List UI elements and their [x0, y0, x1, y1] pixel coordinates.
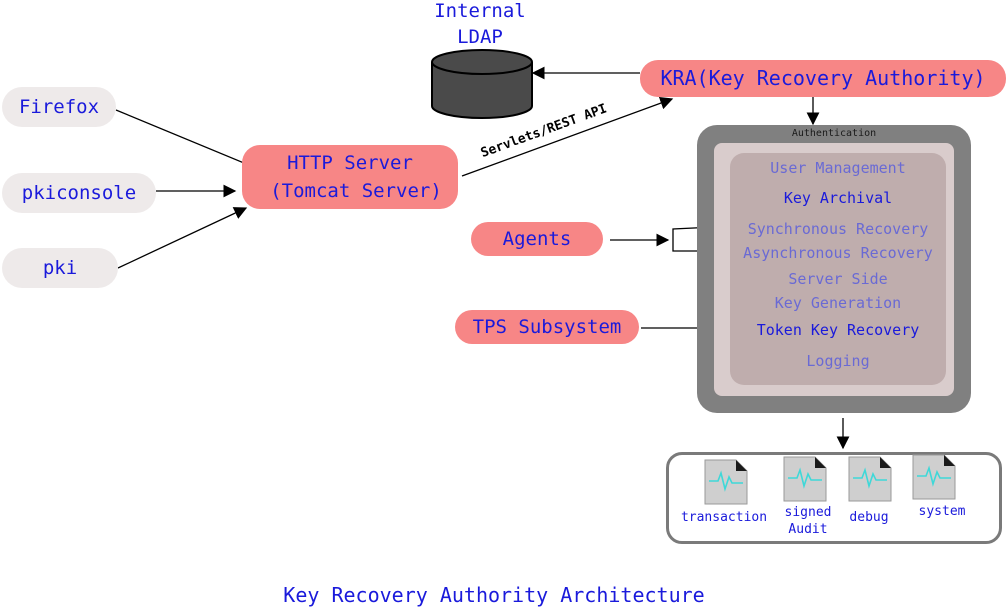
signed-audit-log-icon [783, 456, 827, 502]
http-server-line2: (Tomcat Server) [270, 180, 442, 202]
tps-node: TPS Subsystem [455, 310, 639, 344]
debug-log-icon [848, 456, 892, 502]
system-log-icon [912, 454, 956, 500]
http-server-node: HTTP Server (Tomcat Server) [242, 145, 458, 209]
service-key-archival: Key Archival [783, 189, 893, 207]
ldap-title: Internal LDAP [410, 0, 550, 50]
transaction-log-label-line1: transaction [680, 510, 768, 525]
client-pkiconsole-label: pkiconsole [21, 182, 137, 204]
service-logging: Logging [806, 352, 870, 370]
service-server-side: Server Side [788, 270, 888, 288]
arrow-http-to-kra [461, 96, 674, 177]
kra-node: KRA(Key Recovery Authority) [640, 60, 1006, 97]
debug-log-label-line1: debug [849, 510, 889, 525]
arrow-pki-to-http [117, 207, 248, 269]
debug-log-label: debug [840, 509, 898, 526]
agents-node-label: Agents [502, 228, 572, 250]
transaction-log-label: transaction [672, 509, 776, 526]
system-log-label-line1: system [918, 504, 966, 519]
ldap-title-line2: LDAP [457, 26, 503, 48]
authentication-mid-panel: User Management Key Archival Synchronous… [714, 143, 954, 396]
service-token-key-recovery: Token Key Recovery [756, 321, 920, 339]
service-synchronous-recovery: Synchronous Recovery [747, 220, 929, 238]
client-firefox-label: Firefox [18, 96, 100, 118]
tps-node-label: TPS Subsystem [472, 316, 622, 338]
service-user-management: User Management [770, 159, 906, 177]
service-key-generation: Key Generation [774, 294, 902, 312]
client-pkiconsole: pkiconsole [2, 173, 156, 213]
services-panel: User Management Key Archival Synchronous… [730, 153, 946, 385]
client-firefox: Firefox [2, 87, 116, 127]
signed-audit-log-label-line1: signed [784, 505, 832, 520]
diagram-caption: Key Recovery Authority Architecture [283, 583, 705, 607]
ldap-title-line1: Internal [434, 0, 526, 22]
agents-node: Agents [471, 222, 603, 256]
system-log-label: system [908, 503, 976, 520]
authentication-title: Authentication [791, 128, 877, 139]
transaction-log-icon [704, 459, 748, 505]
signed-audit-log-label-line2: Audit [788, 522, 828, 537]
signed-audit-log-label: signed Audit [772, 504, 844, 538]
authentication-box: Authentication User Management Key Archi… [697, 125, 971, 413]
ldap-database-icon [431, 49, 533, 119]
client-pki-label: pki [42, 257, 78, 279]
service-asynchronous-recovery: Asynchronous Recovery [743, 244, 933, 262]
http-server-line1: HTTP Server [287, 152, 413, 174]
kra-node-label: KRA(Key Recovery Authority) [660, 66, 986, 90]
client-pki: pki [2, 248, 118, 288]
arrow-firefox-to-http [115, 109, 258, 170]
